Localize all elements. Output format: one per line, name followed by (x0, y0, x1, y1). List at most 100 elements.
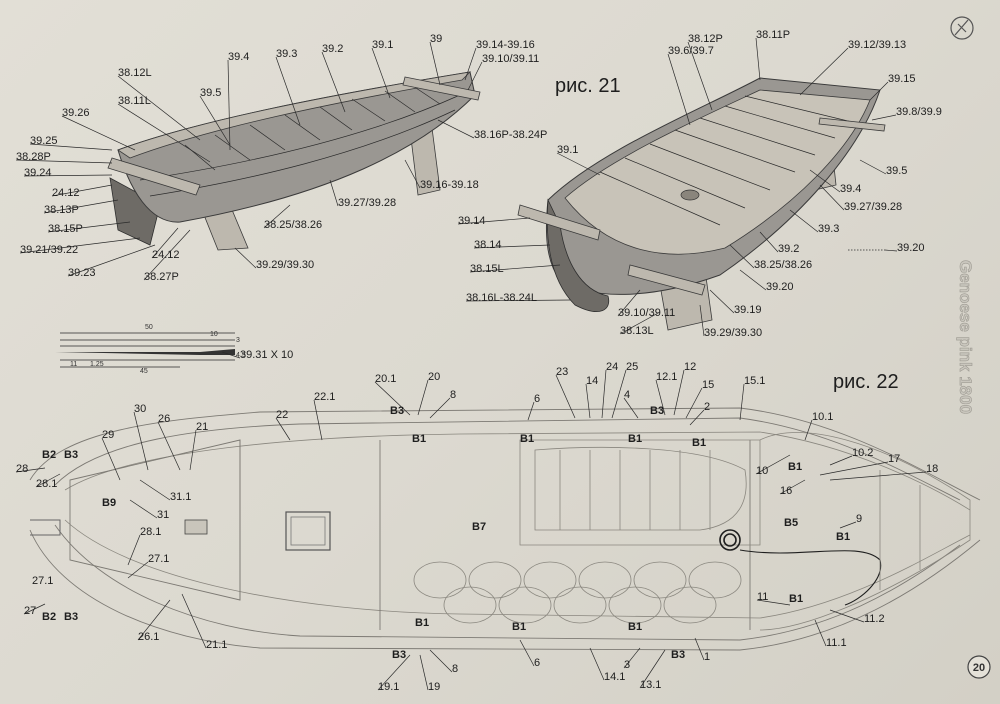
part-label: 16 (779, 479, 806, 497)
part-label: 39.14 (457, 215, 531, 227)
part-number: 6 (534, 657, 540, 669)
part-number: 39.29/39.30 (704, 327, 762, 339)
oar-dimension: 50 (145, 324, 153, 331)
part-number: 38.25/38.26 (264, 219, 322, 231)
leader-line (275, 417, 291, 441)
leader-line (133, 411, 149, 471)
part-label: 39.3 (275, 48, 301, 126)
part-number: 10.1 (812, 411, 833, 423)
part-label: 24.12 (51, 184, 113, 199)
part-number: 26.1 (138, 631, 159, 643)
barrel-stack (413, 561, 742, 624)
leader-line (639, 649, 666, 689)
part-number: 27.1 (148, 553, 169, 565)
part-number: 11 (757, 591, 768, 603)
leader-line (181, 593, 207, 649)
part-label: B3 (671, 649, 685, 661)
part-label: 24.12 (151, 227, 180, 261)
leader-line (371, 47, 391, 99)
leader-line (129, 499, 158, 519)
part-number: B3 (650, 405, 664, 417)
leader-line (555, 374, 576, 419)
part-label: 21.1 (181, 593, 227, 651)
part-number: 24.12 (152, 249, 180, 261)
leader-line (43, 199, 119, 214)
oar-dimension: 45 (140, 368, 148, 375)
leader-line (589, 647, 605, 681)
leader-line (67, 244, 156, 277)
part-label: 3 (623, 647, 641, 671)
part-label: B1 (628, 621, 642, 633)
part-label: 17 (819, 453, 900, 476)
part-number: B3 (671, 649, 685, 661)
leader-line (374, 381, 411, 416)
leader-line (263, 204, 291, 229)
part-label: 6 (519, 639, 540, 669)
part-label: 38.27P (143, 229, 191, 283)
leader-line (47, 221, 131, 233)
part-label: B1 (788, 461, 802, 473)
leader-line (804, 419, 813, 441)
leader-line (139, 479, 171, 501)
part-label: 38.15P (47, 221, 131, 235)
part-label: 38.25/38.26 (263, 204, 322, 231)
part-label: 11 (756, 591, 791, 606)
anchor-rope (739, 549, 882, 606)
part-number: B9 (102, 497, 116, 509)
part-label: 31.1 (139, 479, 191, 503)
part-label: 38.14 (473, 239, 551, 251)
part-label: 38.13P (43, 199, 119, 216)
part-number: B3 (390, 405, 404, 417)
leader-line (275, 56, 301, 126)
part-label: 39.20 (739, 269, 794, 293)
part-number: 39.15 (888, 73, 916, 85)
leader-line (819, 184, 845, 211)
part-number: 38.28P (16, 151, 51, 163)
part-number: B1 (692, 437, 706, 449)
part-label: 4 (623, 389, 639, 419)
part-label: 9 (839, 513, 862, 529)
leader-line (417, 379, 429, 416)
longboat-right-view (517, 77, 886, 331)
part-number: 22.1 (314, 391, 335, 403)
leader-line (137, 599, 171, 641)
leader-line (519, 639, 535, 667)
part-number: 39.1 (557, 144, 578, 156)
part-number: 39.27/39.28 (844, 201, 902, 213)
part-label: B3 (64, 611, 78, 623)
leader-line (709, 289, 735, 314)
part-label: 38.16P-38.24P (437, 119, 547, 141)
quarterdeck-area (69, 439, 241, 601)
part-number: B2 (42, 449, 56, 461)
part-number: 39.20 (766, 281, 794, 293)
part-label: 39.12/39.13 (799, 39, 906, 96)
part-number: 30 (134, 403, 146, 415)
part-label: 39.8/39.9 (871, 106, 942, 121)
leader-line (51, 184, 113, 197)
leader-line (127, 561, 149, 579)
part-label: 38.11P (755, 29, 790, 81)
leader-line (694, 637, 705, 661)
leader-line (829, 471, 927, 481)
leader-line (755, 37, 761, 81)
oar-dimension: 11 (70, 361, 77, 368)
page-number-badge: 20 (967, 655, 991, 679)
part-label: B9 (102, 497, 116, 509)
leader-line (117, 75, 201, 141)
leader-line (23, 174, 113, 177)
part-label: 39.19 (709, 289, 762, 316)
part-number: 24.12 (52, 187, 80, 199)
part-number: 26 (158, 413, 170, 425)
part-label: 39.29/39.30 (234, 247, 314, 271)
leader-line (759, 231, 779, 253)
leader-line (101, 437, 121, 481)
part-label: 39.27/39.28 (329, 179, 396, 209)
rope-coil-icon (719, 529, 741, 551)
part-number: 38.16L-38.24L (466, 292, 537, 304)
part-label: 31 (129, 499, 169, 521)
part-label: B7 (472, 521, 486, 533)
leader-line (419, 654, 429, 691)
